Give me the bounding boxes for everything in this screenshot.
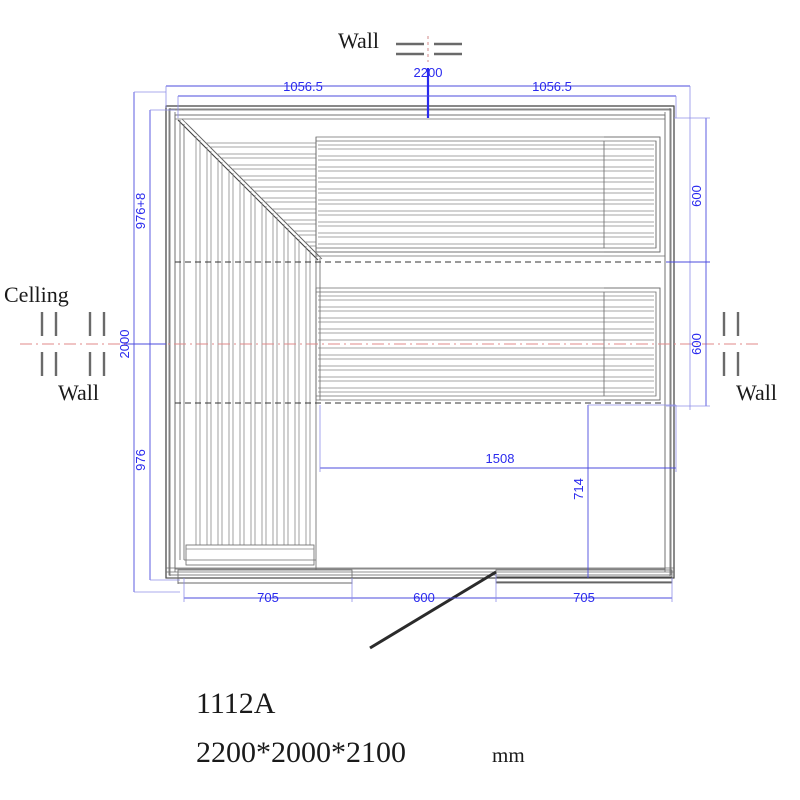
dimension-left-lower (149, 344, 180, 581)
cabin-outer-frame (165, 105, 675, 579)
wall-section-vertical-icon-left-b (88, 312, 106, 376)
bottom-wall-threshold (166, 567, 674, 584)
dimension-label-top-right-half: 1056.5 (532, 79, 572, 94)
dimension-label-left-overall: 2000 (117, 330, 132, 359)
bench-upper-right (315, 136, 661, 253)
dimension-label-interior-vertical: 714 (571, 478, 586, 500)
dimension-label-bottom-right: 705 (573, 590, 595, 605)
dimension-right-lower (666, 262, 710, 407)
label-wall-left: Wall (58, 380, 99, 405)
dimension-label-interior-horizontal: 1508 (486, 451, 515, 466)
wall-section-vertical-icon-right (722, 312, 740, 376)
label-wall-top: Wall (338, 28, 379, 53)
dimension-right-upper (666, 117, 710, 263)
label-ceiling-left: Celling (4, 282, 69, 307)
dimension-label-left-upper: 976+8 (133, 193, 148, 230)
label-wall-right: Wall (736, 380, 777, 405)
dimension-top-overall (165, 68, 691, 410)
dimension-label-left-lower: 976 (133, 449, 148, 471)
left-wall (165, 106, 176, 578)
dimension-interior-horizontal (319, 405, 677, 472)
dimension-interior-vertical (587, 404, 676, 578)
dimension-left-overall (126, 91, 180, 593)
bench-upper-right-front-edge (316, 251, 665, 257)
corner-diagonal-bench (177, 118, 323, 570)
dimension-top-halves (177, 95, 677, 118)
dimension-label-top-overall: 2200 (414, 65, 443, 80)
door-swing-icon (369, 570, 497, 650)
title-dimensions: 2200*2000*2100 (196, 736, 406, 769)
title-model-code: 1112A (196, 687, 276, 720)
dimension-label-bottom-middle: 600 (413, 590, 435, 605)
title-dimensions-unit: mm (492, 743, 525, 767)
wall-section-vertical-icon-left-a (40, 312, 58, 376)
top-wall (166, 105, 674, 120)
dimension-label-bottom-left: 705 (257, 590, 279, 605)
dimension-label-right-upper: 600 (689, 185, 704, 207)
guide-lines (20, 261, 760, 404)
dimension-bottom (183, 574, 673, 602)
right-wall (664, 106, 675, 578)
dimension-left-upper (149, 109, 175, 344)
wall-section-horizontal-icon (396, 36, 462, 62)
dimension-label-right-lower: 600 (689, 333, 704, 355)
left-slat-panel (179, 120, 316, 566)
dimension-label-top-left-half: 1056.5 (283, 79, 323, 94)
